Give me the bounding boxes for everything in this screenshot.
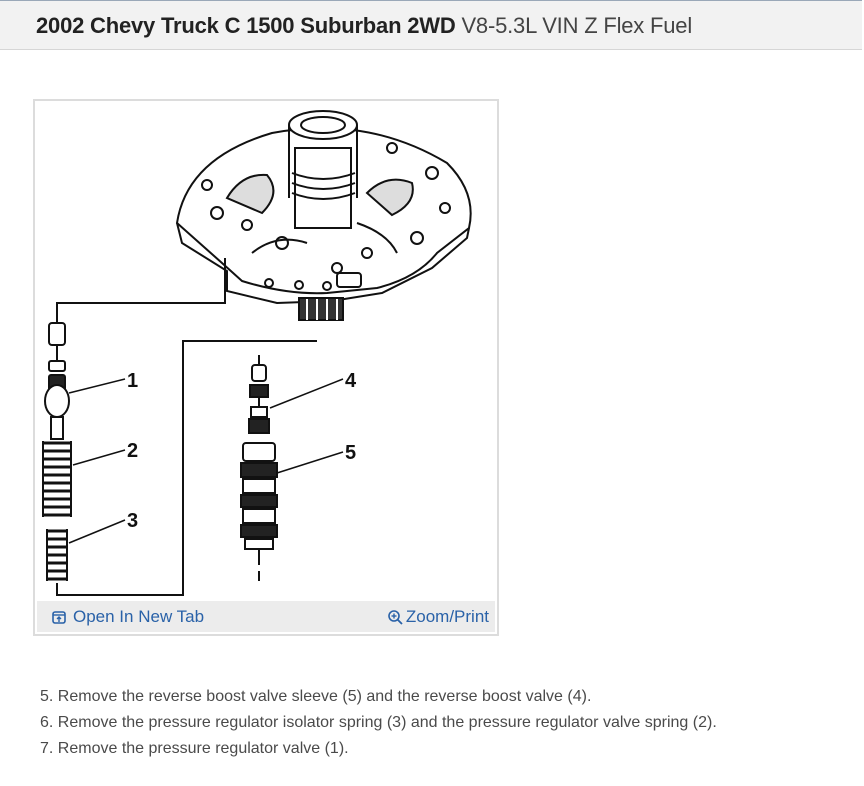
valve-bore-lines <box>56 258 317 596</box>
figure-toolbar: Open In New Tab Zoom/Print <box>37 601 495 632</box>
engine-spec: V8-5.3L VIN Z Flex Fuel <box>461 13 693 38</box>
callout-leaders <box>68 378 344 544</box>
callout-4: 4 <box>345 370 357 392</box>
zoom-print-label: Zoom/Print <box>405 607 489 626</box>
page-title: 2002 Chevy Truck C 1500 Suburban 2WD V8-… <box>36 13 692 39</box>
callout-1: 1 <box>127 370 138 392</box>
step-6: 6. Remove the pressure regulator isolato… <box>40 714 717 731</box>
zoom-in-icon <box>388 610 403 625</box>
step-7: 7. Remove the pressure regulator valve (… <box>40 740 349 757</box>
pump-assembly <box>175 110 472 321</box>
diagram-figure: 1 2 3 4 5 Open In New Tab Zoom/Print <box>33 99 499 636</box>
zoom-print-link[interactable]: Zoom/Print <box>387 607 489 627</box>
open-in-new-tab-label: Open In New Tab <box>73 607 205 626</box>
pump-valve-diagram: 1 2 3 4 5 <box>42 110 472 596</box>
callout-3: 3 <box>127 510 138 532</box>
callout-5: 5 <box>345 442 356 464</box>
pressure-regulator-valve <box>44 322 70 440</box>
open-in-new-tab-link[interactable]: Open In New Tab <box>51 607 204 627</box>
step-5: 5. Remove the reverse boost valve sleeve… <box>40 688 592 705</box>
open-new-tab-icon <box>52 611 66 624</box>
pressure-regulator-isolator-spring <box>46 529 68 581</box>
callout-2: 2 <box>127 440 138 462</box>
pressure-regulator-valve-spring <box>42 441 72 517</box>
page-header: 2002 Chevy Truck C 1500 Suburban 2WD V8-… <box>0 0 862 50</box>
vehicle-name: 2002 Chevy Truck C 1500 Suburban 2WD <box>36 13 456 38</box>
reverse-boost-valve-sleeve <box>240 442 278 565</box>
procedure-steps: 5. Remove the reverse boost valve sleeve… <box>40 684 717 762</box>
reverse-boost-valve <box>248 364 270 434</box>
